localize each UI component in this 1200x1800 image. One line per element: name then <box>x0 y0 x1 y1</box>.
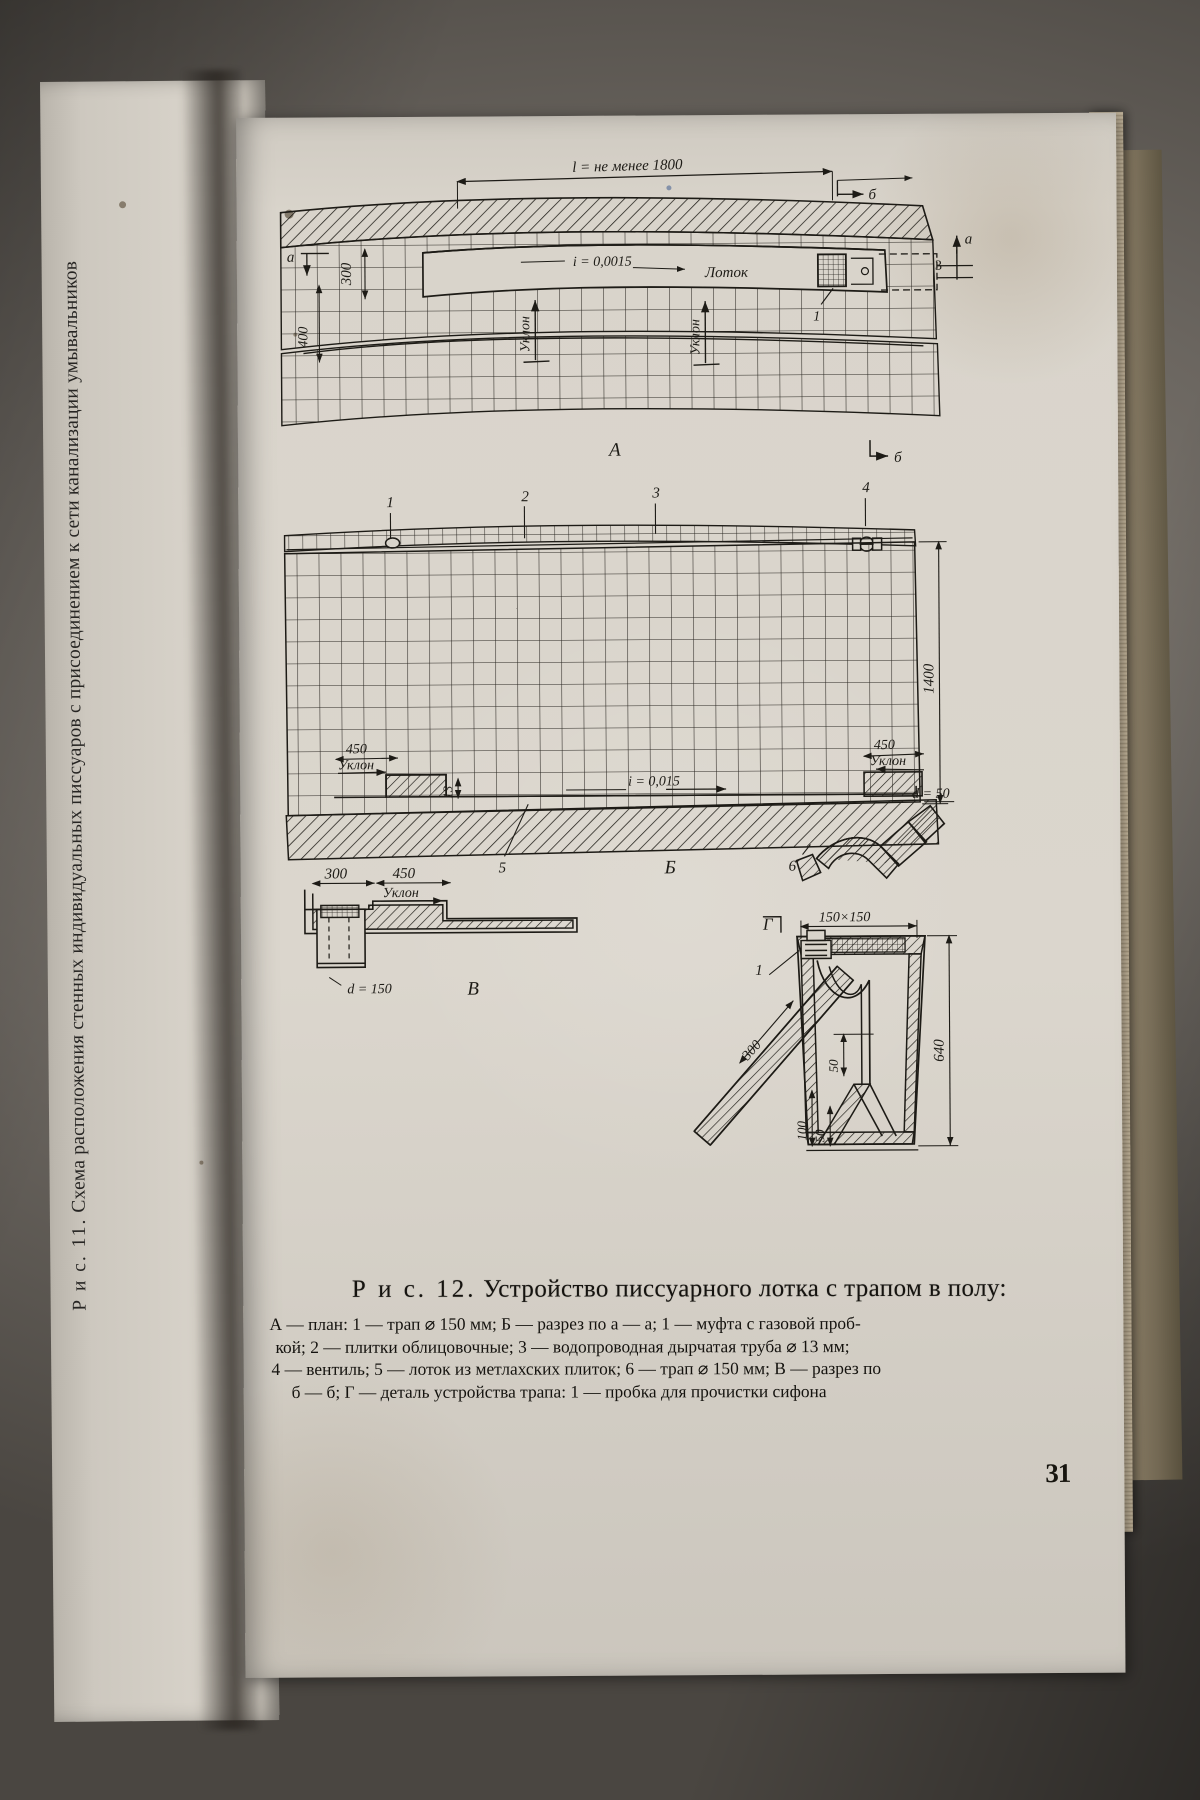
sectionv-dim-300: 300 <box>324 866 348 882</box>
plan-dim-300: 300 <box>339 262 355 286</box>
figure-12-caption: Р и с. 12. Устройство писсуарного лотка … <box>269 1275 1089 1404</box>
detailg-dim-100: 100 <box>794 1121 809 1141</box>
sectionv-dim-450: 450 <box>393 866 416 882</box>
view-letter-b: Б <box>664 857 676 878</box>
plan-slope-value: i = 0,0015 <box>573 255 632 270</box>
view-letter-a: А <box>607 440 621 461</box>
figure-12-drawing: l = не менее 1800 б i = 0,0015 Лоток <box>272 153 1079 1238</box>
plan-slope-word-1: Уклон <box>518 316 533 352</box>
svg-text:3: 3 <box>935 259 942 274</box>
book-spread: Р и с. 11. Схема расположения стенных ин… <box>40 0 1200 1800</box>
figure-12-title-line: Р и с. 12. Устройство писсуарного лотка … <box>269 1275 1089 1304</box>
sectionb-callout-2: 2 <box>521 489 529 505</box>
detailg-dim-640: 640 <box>932 1039 948 1062</box>
paper-speck <box>119 201 127 209</box>
sectionb-dim-450-left: 450 <box>346 742 367 757</box>
plan-dim-400: 400 <box>296 327 311 348</box>
figure-12-label: Р и с. 12. <box>351 1275 477 1303</box>
plan-slope-word-2: Уклон <box>688 319 703 355</box>
detailg-dim-50-b: 50 <box>812 1129 827 1143</box>
sectionv-drain-dia: d = 150 <box>347 982 392 997</box>
view-letter-g: Г <box>762 915 774 934</box>
legend-line-1: А — план: 1 — трап ⌀ 150 мм; Б — разрез … <box>269 1312 861 1335</box>
sectionb-callout-6: 6 <box>789 859 797 875</box>
figure-12-legend: А — план: 1 — трап ⌀ 150 мм; Б — разрез … <box>269 1312 1089 1404</box>
sectionb-callout-5: 5 <box>499 860 507 876</box>
legend-line-3: 4 — вентиль; 5 — лоток из метлахских пли… <box>271 1358 882 1380</box>
figure-12-title: Устройство писсуарного лотка с трапом в … <box>483 1274 1007 1303</box>
sectionv-slope: Уклон <box>383 886 419 901</box>
plan-length-note: l = не менее 1800 <box>572 157 683 176</box>
figure-11-text: Схема расположения стенных индивидуальны… <box>60 260 90 1213</box>
recto-page: l = не менее 1800 б i = 0,0015 Лоток <box>236 112 1126 1678</box>
plan-callout-1: 1 <box>813 309 820 324</box>
sectionb-slope-value: i = 0,015 <box>628 774 680 789</box>
section-mark-a-left: а <box>287 250 295 266</box>
sectionb-pipe-dia: d = 50 <box>912 787 950 802</box>
section-mark-b-top: б <box>868 187 876 203</box>
sectionb-dim-450-right: 450 <box>874 738 895 753</box>
page-number: 31 <box>1045 1457 1071 1489</box>
section-mark-a-right: а <box>965 232 973 248</box>
sectionb-callout-4: 4 <box>862 480 870 496</box>
detailg-callout-1: 1 <box>755 963 763 979</box>
legend-line-4: б — б; Г — деталь устройства трапа: 1 — … <box>291 1380 827 1402</box>
figure-11-label: Р и с. 11. <box>68 1217 91 1311</box>
figure-11-caption: Р и с. 11. Схема расположения стенных ин… <box>57 196 96 1376</box>
section-mark-b-bottom: б <box>894 450 902 466</box>
legend-line-2: кой; 2 — плитки облицовочные; 3 — водопр… <box>275 1335 850 1357</box>
sectionb-callout-1: 1 <box>386 495 394 511</box>
sectionb-slope-right: Уклон <box>870 754 906 769</box>
detailg-dim-50-a: 50 <box>826 1059 841 1073</box>
sectionb-dim-1400: 1400 <box>921 663 937 694</box>
sectionb-slope-left: Уклон <box>338 758 374 773</box>
detailg-dim-150x150: 150×150 <box>819 910 871 925</box>
sectionb-dim-13: 13 <box>440 785 455 799</box>
plan-trough-label: Лоток <box>704 265 749 281</box>
sectionb-callout-3: 3 <box>651 485 660 501</box>
view-letter-v: В <box>467 979 479 1000</box>
